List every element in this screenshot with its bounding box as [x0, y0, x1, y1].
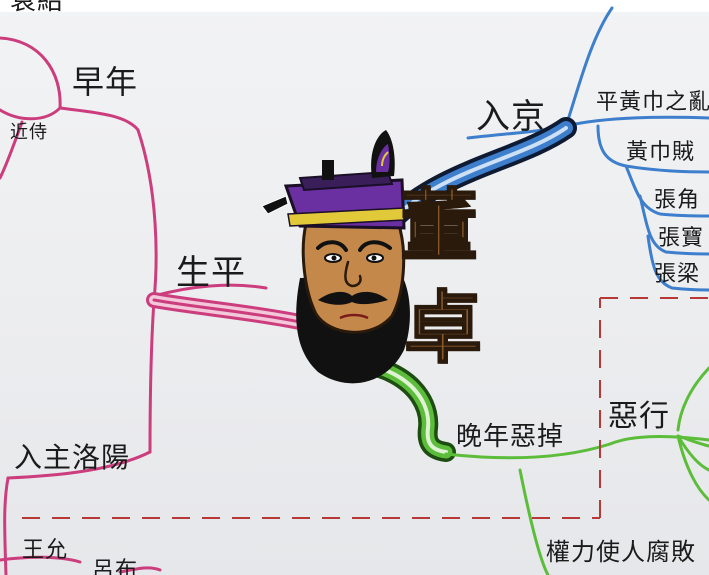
eyebrow-left [316, 240, 348, 252]
node-evil-deeds: 惡行 [608, 399, 670, 434]
node-yellow-turban-rebellion: 平黃巾之亂 [596, 90, 709, 115]
title-char-2: 卓 [403, 283, 483, 374]
branch-label-later-years: 晚年惡掉 [456, 422, 565, 452]
mouth [339, 313, 369, 320]
green-root [370, 358, 456, 462]
green-line-power [518, 468, 550, 575]
green-line-later-underline [444, 442, 612, 460]
top-border [0, 0, 709, 12]
green-branch-lines [444, 366, 709, 575]
blue-line-rebellion [564, 115, 709, 128]
node-early-years: 早年 [72, 63, 139, 101]
pink-line-early-years [0, 106, 140, 132]
green-line-fan-2 [676, 434, 709, 472]
pink-root [146, 292, 308, 330]
face-shape [301, 220, 406, 334]
pink-line-main-vertical [136, 128, 158, 454]
node-top-clip: 袁紹 [10, 0, 65, 16]
green-line-evil [608, 435, 709, 446]
branch-label-life: 生平 [176, 253, 246, 293]
node-bottom-clip: 呂布 [92, 558, 139, 575]
branch-label-enter-capital: 入京 [476, 97, 546, 137]
node-enter-luoyang: 入主洛陽 [14, 441, 131, 474]
green-line-fan-1 [676, 434, 709, 448]
nose [344, 260, 362, 288]
pink-line-top-arc [0, 36, 62, 110]
pink-line-left-curve [0, 120, 24, 180]
hat-band [287, 207, 405, 227]
pink-line-bottom-stub [118, 566, 162, 574]
blue-line-zhang-jiao [624, 164, 709, 218]
blue-branch-lines [466, 6, 709, 292]
dong-zhuo-head [261, 130, 410, 384]
blue-line-arc [564, 6, 614, 128]
node-power-corrupts: 權力使人腐敗 [546, 538, 696, 566]
blue-line-zhang-liang [646, 234, 709, 292]
eyebrow-right [358, 240, 392, 252]
node-yellow-turban-bandits: 黃巾賊 [626, 140, 696, 165]
node-wang-yun: 王允 [22, 538, 69, 563]
node-zhang-bao: 張寶 [658, 226, 705, 251]
hat-wing-left [261, 195, 289, 215]
green-line-arc-top [676, 366, 709, 432]
node-zhang-jiao: 張角 [654, 188, 701, 213]
pink-line-life-underline [152, 283, 268, 298]
pink-line-wang-yun-stub [0, 555, 82, 564]
title-char-1: 董 [399, 181, 479, 272]
dashed-box [22, 297, 709, 519]
blue-line-zhang-bao [638, 194, 709, 256]
green-line-fan-3 [676, 434, 709, 502]
node-zhang-liang: 張梁 [654, 262, 701, 287]
node-attendant: 近侍 [10, 122, 48, 143]
pink-line-luoyang [6, 450, 152, 480]
mustache [318, 291, 388, 305]
blue-root [379, 117, 577, 233]
